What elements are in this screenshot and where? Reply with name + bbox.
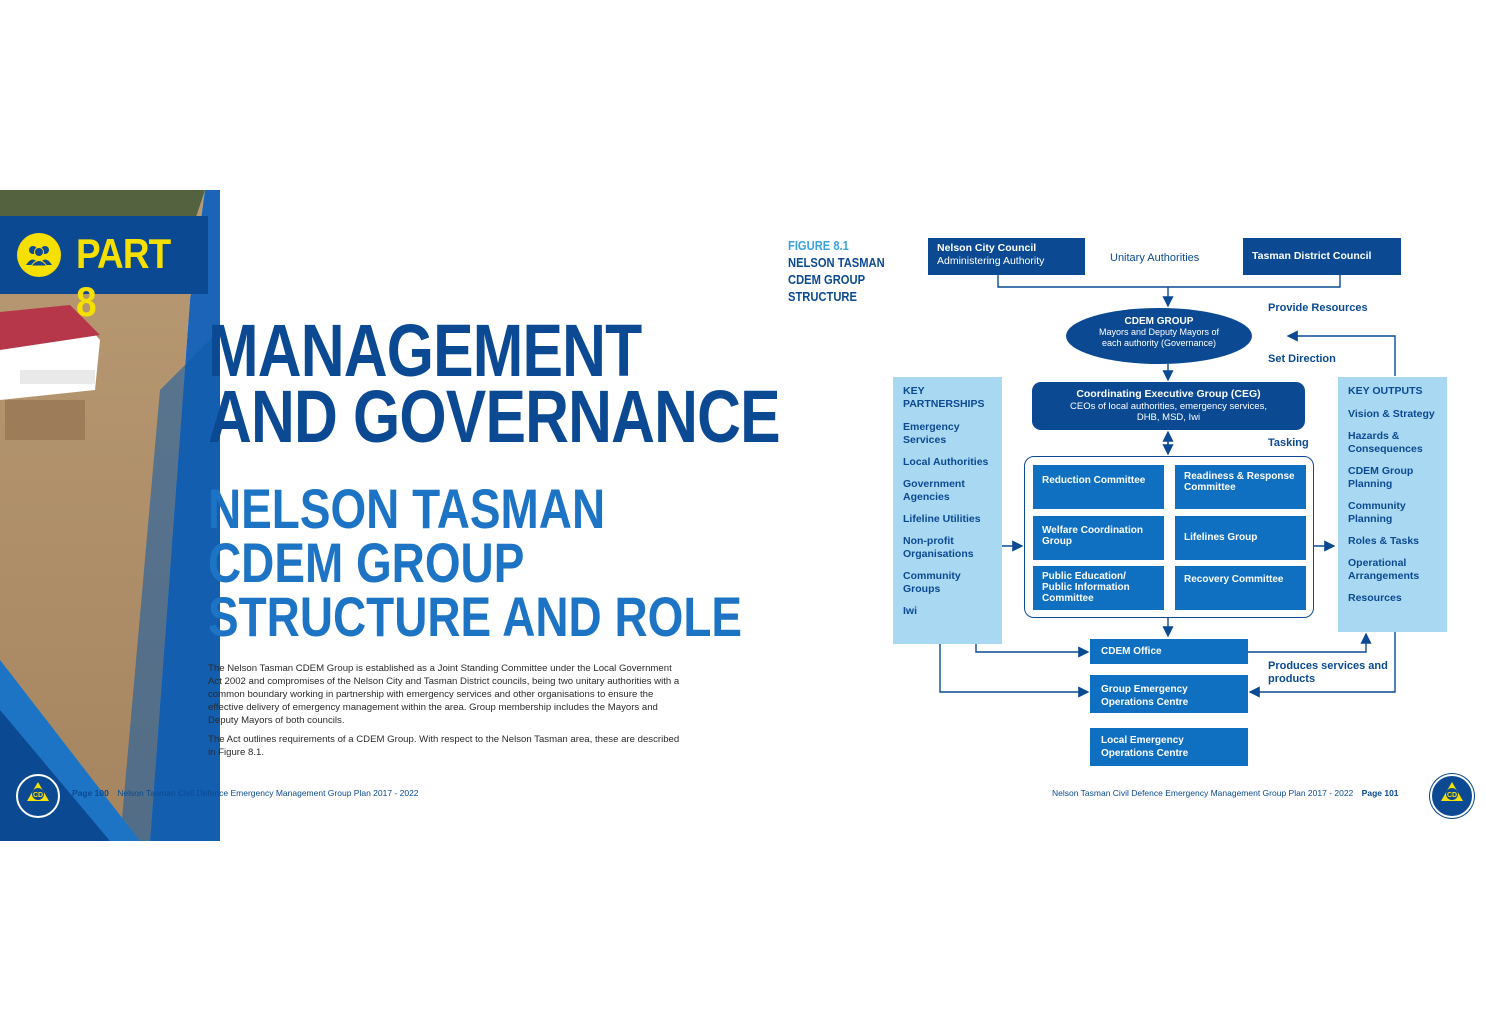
committee-box: Welfare Coordination Group (1033, 516, 1164, 560)
panel-item: Vision & Strategy (1348, 408, 1435, 420)
panel-item: Roles & Tasks (1348, 535, 1420, 547)
committee-box: Reduction Committee (1033, 465, 1164, 509)
panel-item: Community Groups (903, 570, 961, 595)
right-footer: Nelson Tasman Civil Defence Emergency Ma… (1052, 788, 1399, 798)
figure-title: NELSON TASMAN CDEM GROUP STRUCTURE (788, 255, 885, 304)
committee-box: Public Education/ Public Information Com… (1033, 566, 1164, 610)
paragraph: The Act outlines requirements of a CDEM … (208, 734, 680, 758)
cdem-group-ellipse: CDEM GROUP Mayors and Deputy Mayors of e… (1066, 308, 1252, 364)
panel-item: Community Planning (1348, 500, 1406, 525)
panel-item: Emergency Services (903, 421, 960, 446)
box-title: Tasman District Council (1252, 250, 1372, 262)
panel-item: Operational Arrangements (1348, 557, 1420, 582)
panel-item: Non-profit Organisations (903, 535, 974, 560)
nelson-city-council-box: Nelson City Council Administering Author… (928, 238, 1085, 275)
provide-resources-label: Provide Resources (1268, 302, 1368, 314)
page-subtitle: NELSON TASMAN CDEM GROUP STRUCTURE AND R… (208, 477, 743, 648)
committees-frame (1024, 456, 1314, 618)
flood-photo-strip (0, 190, 220, 841)
set-direction-label: Set Direction (1268, 353, 1336, 365)
key-outputs-panel: KEY OUTPUTS Vision & Strategy Hazards & … (1338, 377, 1447, 632)
cdem-group-sub: Mayors and Deputy Mayors of each authori… (1098, 327, 1220, 348)
civil-defence-logo-icon: CD (16, 774, 60, 818)
panel-item: Resources (1348, 592, 1402, 604)
footer-title: Nelson Tasman Civil Defence Emergency Ma… (117, 788, 419, 798)
cdem-group-title: CDEM GROUP (1124, 316, 1194, 327)
panel-heading: KEY OUTPUTS (1348, 385, 1423, 397)
panel-item: Iwi (903, 605, 918, 617)
leoc-box: Local Emergency Operations Centre (1090, 728, 1248, 766)
committee-box: Lifelines Group (1175, 516, 1306, 560)
document-spread: PART 8 MANAGEMENT AND GOVERNANCE NELSON … (0, 190, 1486, 841)
geoc-box: Group Emergency Operations Centre (1090, 675, 1248, 713)
part-badge: PART 8 (0, 216, 208, 325)
panel-item: Lifeline Utilities (903, 513, 981, 525)
figure-number: FIGURE 8.1 (788, 238, 849, 253)
flood-photo (0, 190, 220, 841)
ceg-sub: CEOs of local authorities, emergency ser… (1070, 401, 1267, 423)
ceg-box: Coordinating Executive Group (CEG) CEOs … (1032, 382, 1305, 430)
panel-heading: KEY PARTNERSHIPS (903, 385, 985, 410)
tasman-district-council-box: Tasman District Council (1243, 238, 1401, 275)
page-number: Page 101 (1361, 788, 1399, 798)
figure-caption: FIGURE 8.1 NELSON TASMAN CDEM GROUP STRU… (788, 237, 885, 305)
box-subtitle: Administering Authority (937, 255, 1045, 267)
page-title: MANAGEMENT AND GOVERNANCE (208, 309, 781, 458)
committee-box: Recovery Committee (1175, 566, 1306, 610)
cdem-office-box: CDEM Office (1090, 639, 1248, 664)
people-icon (17, 233, 61, 277)
page-number: Page 100 (72, 788, 109, 798)
svg-text:CD: CD (1447, 792, 1457, 799)
panel-item: Hazards & Consequences (1348, 430, 1423, 455)
left-footer: Page 100 Nelson Tasman Civil Defence Eme… (72, 788, 419, 798)
panel-item: Local Authorities (903, 456, 989, 468)
ceg-title: Coordinating Executive Group (CEG) (1076, 388, 1261, 400)
unitary-authorities-label: Unitary Authorities (1110, 252, 1200, 264)
part-label: PART 8 (76, 230, 171, 325)
panel-item: CDEM Group Planning (1348, 465, 1414, 490)
footer-title: Nelson Tasman Civil Defence Emergency Ma… (1052, 788, 1354, 798)
panel-item: Government Agencies (903, 478, 965, 503)
key-partnerships-panel: KEY PARTNERSHIPS Emergency Services Loca… (893, 377, 1002, 644)
svg-text:CD: CD (33, 792, 43, 799)
box-title: Nelson City Council (937, 242, 1037, 254)
produces-label: Produces services and products (1268, 660, 1388, 685)
body-text: The Nelson Tasman CDEM Group is establis… (208, 662, 686, 765)
committee-box: Readiness & Response Committee (1175, 465, 1306, 509)
civil-defence-logo-icon: CD (1430, 774, 1474, 818)
tasking-label: Tasking (1268, 437, 1309, 449)
paragraph: The Nelson Tasman CDEM Group is establis… (208, 663, 680, 726)
